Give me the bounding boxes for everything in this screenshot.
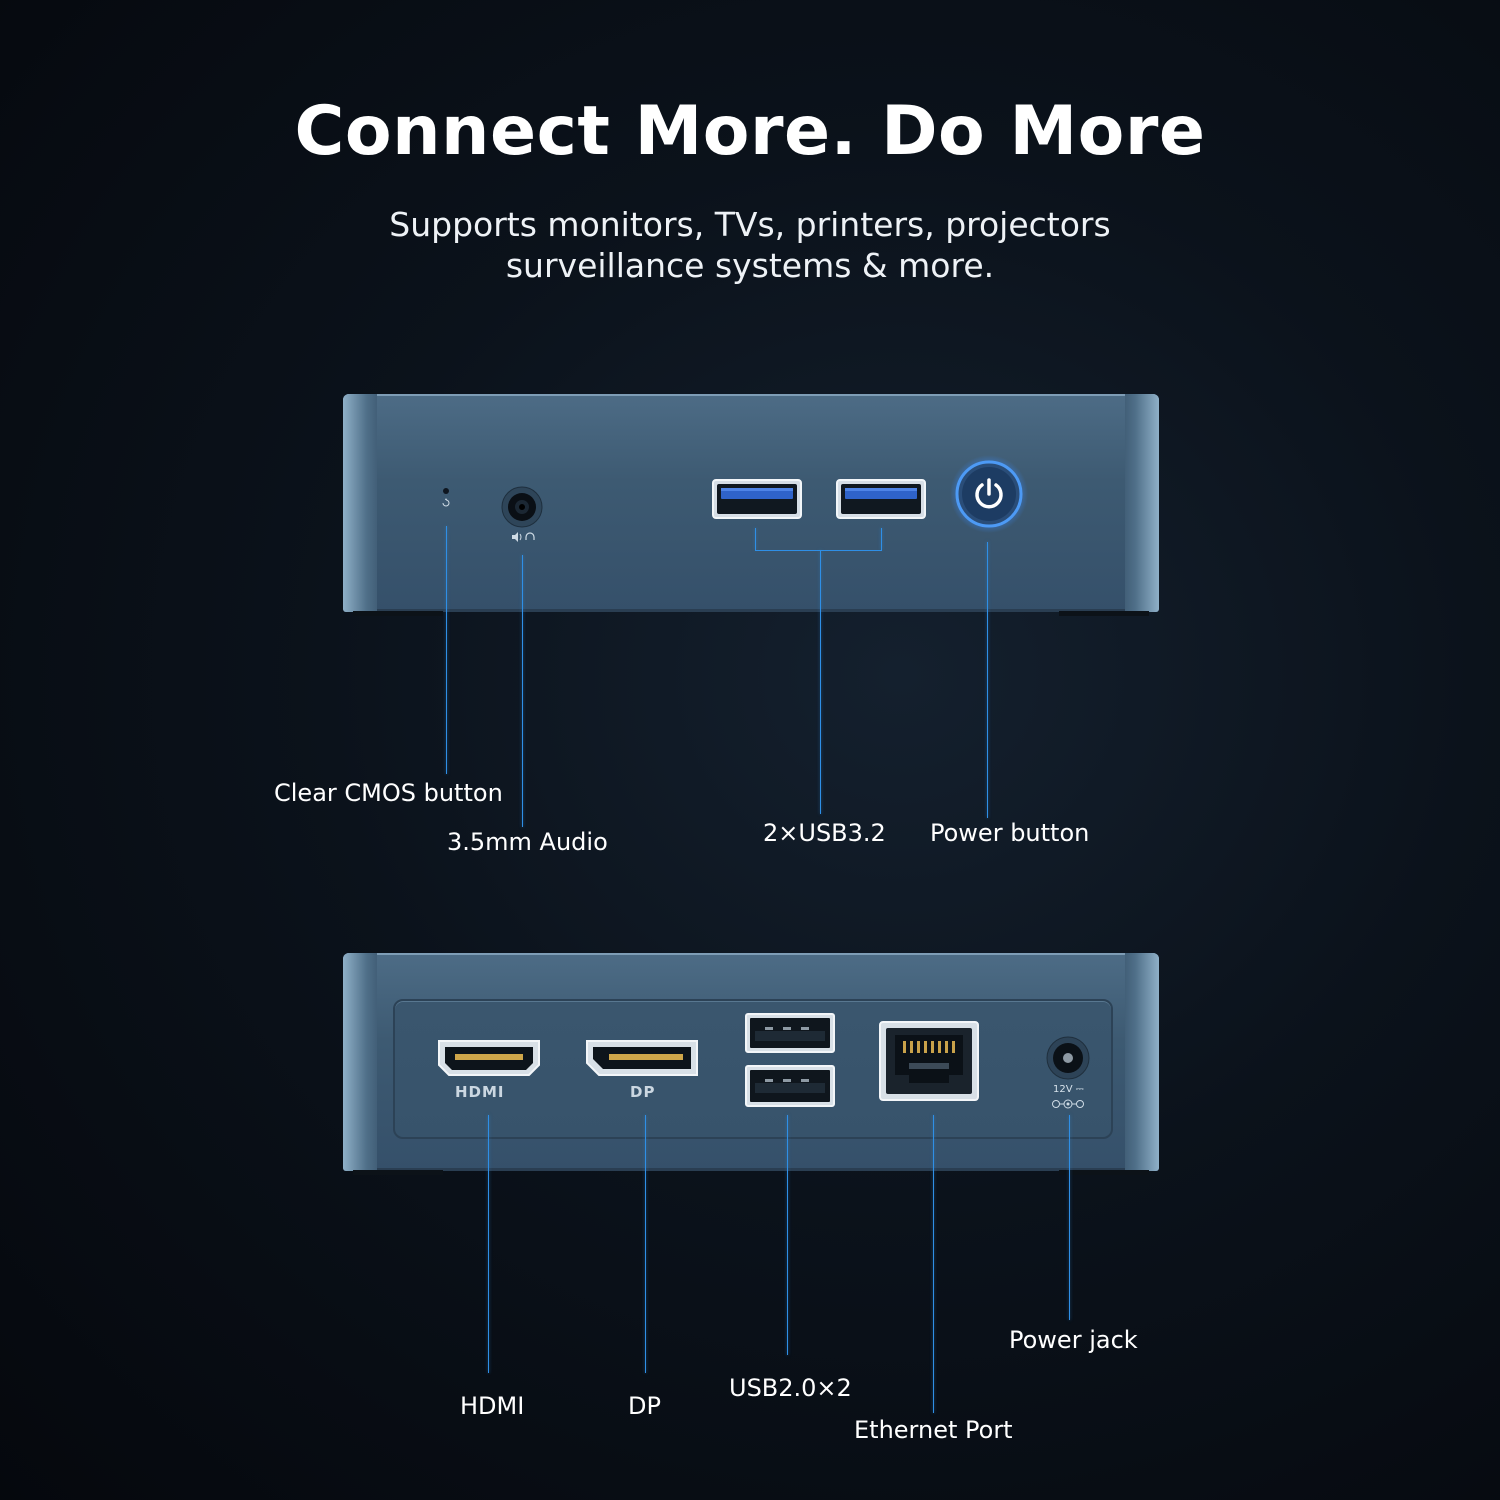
leader-hdmi [488, 1115, 489, 1373]
dc-power-jack[interactable] [1046, 1036, 1090, 1084]
dc-voltage-marking: 12V ⎓ [1053, 1084, 1084, 1095]
clear-cmos-button[interactable] [440, 487, 452, 515]
dp-marking: DP [630, 1083, 656, 1101]
ethernet-port[interactable] [879, 1021, 979, 1105]
front-panel-device [343, 394, 1159, 616]
leader-usb32-bracket-right [881, 528, 882, 550]
label-ethernet: Ethernet Port [854, 1416, 1013, 1444]
leader-dp [645, 1115, 646, 1373]
leader-power-button [987, 542, 988, 818]
label-usb32: 2×USB3.2 [763, 819, 886, 847]
label-usb20: USB2.0×2 [729, 1374, 852, 1402]
label-dp: DP [628, 1392, 661, 1420]
label-hdmi: HDMI [460, 1392, 525, 1420]
leader-ethernet [933, 1115, 934, 1413]
power-button[interactable] [949, 454, 1029, 538]
audio-jack[interactable] [501, 486, 543, 548]
subtitle-line-2: surveillance systems & more. [505, 246, 995, 285]
usb20-port-2[interactable] [745, 1065, 835, 1111]
label-clear-cmos: Clear CMOS button [274, 779, 503, 807]
label-power-jack: Power jack [1009, 1326, 1138, 1354]
power-icon [970, 475, 1008, 517]
leader-usb20 [787, 1115, 788, 1355]
leader-power-jack [1069, 1115, 1070, 1320]
leader-clear-cmos [446, 526, 447, 774]
hdmi-port[interactable] [437, 1039, 541, 1081]
usb20-port-1[interactable] [745, 1013, 835, 1057]
dc-polarity-icon [1051, 1095, 1085, 1114]
label-audio: 3.5mm Audio [447, 828, 608, 856]
leader-audio [522, 555, 523, 827]
leader-usb32 [820, 550, 821, 814]
label-power-button: Power button [930, 819, 1090, 847]
usb32-port-1[interactable] [712, 479, 802, 523]
headphone-icon [510, 528, 536, 547]
rear-panel-device: HDMI DP [343, 953, 1159, 1175]
dp-port[interactable] [585, 1039, 699, 1081]
page-title: Connect More. Do More [294, 92, 1206, 171]
leader-usb32-bracket [755, 550, 882, 551]
leader-usb32-bracket-left [755, 528, 756, 550]
subtitle-line-1: Supports monitors, TVs, printers, projec… [389, 205, 1111, 244]
usb32-port-2[interactable] [836, 479, 926, 523]
hdmi-marking: HDMI [455, 1083, 505, 1101]
